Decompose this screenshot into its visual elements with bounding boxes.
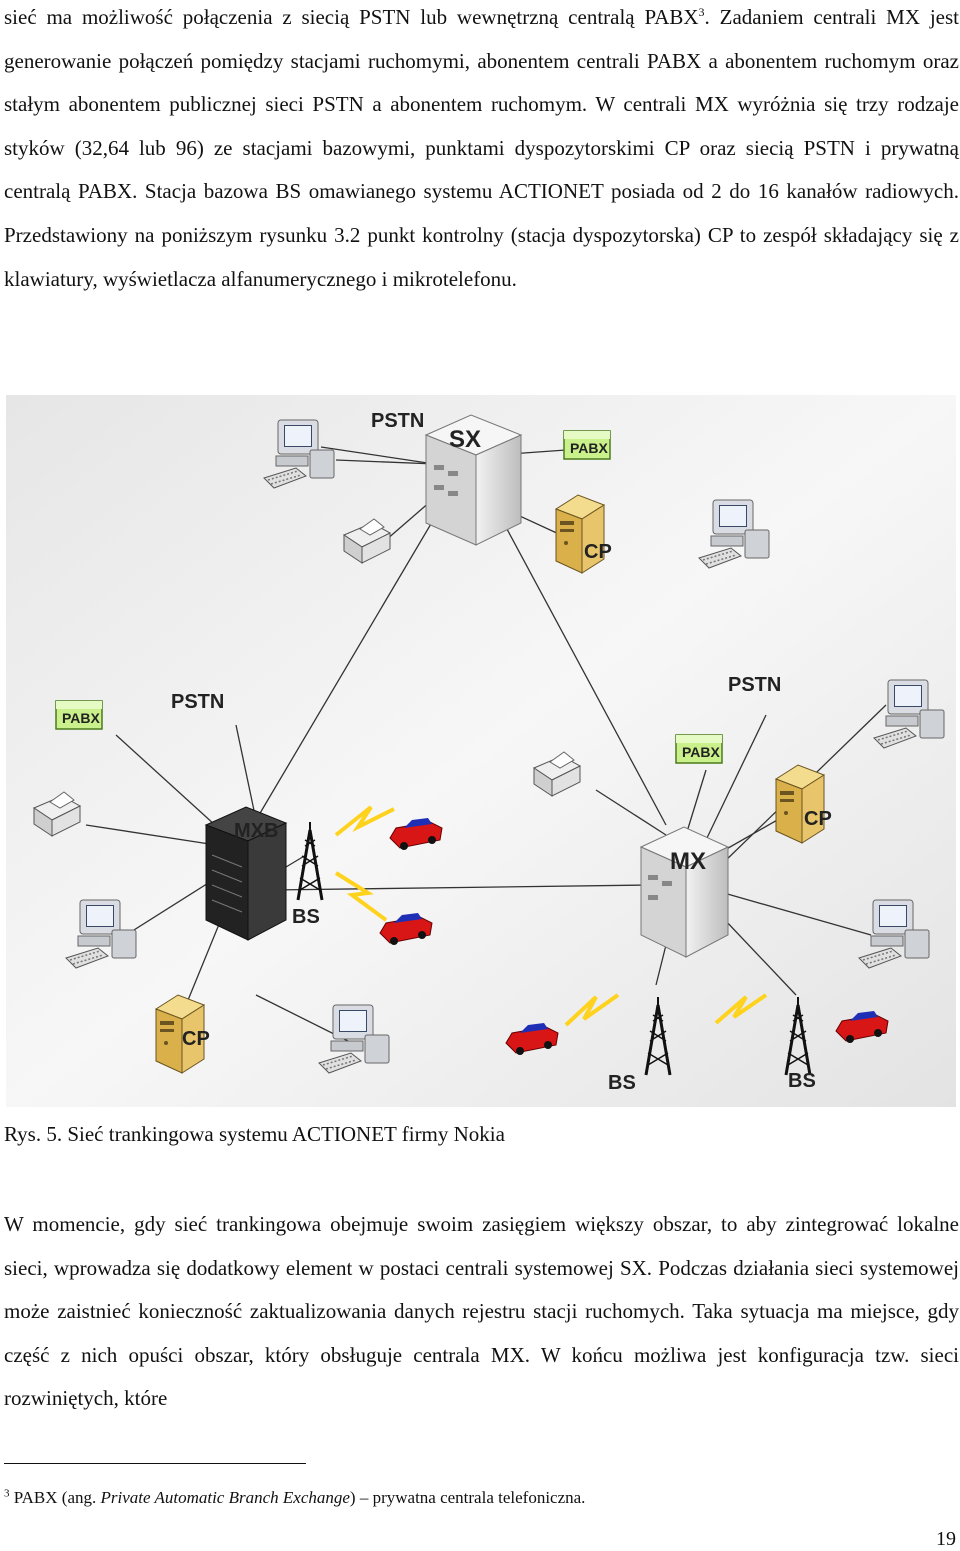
- mx-server-icon: [639, 826, 730, 958]
- label-pstn-top: PSTN: [371, 410, 424, 432]
- page-number: 19: [936, 1528, 956, 1550]
- label-bs-left: BS: [292, 906, 320, 928]
- footnote-text-b: ) – prywatna centrala telefoniczna.: [349, 1488, 586, 1507]
- radio-link-icon: [334, 805, 395, 837]
- paragraph-1-text-a: sieć ma możliwość połączenia z siecią PS…: [4, 5, 699, 29]
- footnote-ref[interactable]: 3: [698, 5, 705, 19]
- label-pabx-left: PABX: [62, 710, 101, 726]
- label-pabx-right: PABX: [682, 744, 721, 760]
- paragraph-1: sieć ma możliwość połączenia z siecią PS…: [4, 0, 959, 301]
- figure-caption: Rys. 5. Sieć trankingowa systemu ACTIONE…: [4, 1122, 505, 1146]
- footnote-divider: [4, 1463, 306, 1464]
- radio-link-icon: [564, 993, 620, 1027]
- label-sx: SX: [449, 426, 481, 453]
- label-mx: MX: [670, 848, 706, 875]
- cp-right-icon: [775, 764, 825, 844]
- footnote-italic-term: Private Automatic Branch Exchange: [100, 1488, 350, 1507]
- sx-server-icon: [424, 414, 523, 546]
- label-cp-right: CP: [804, 808, 832, 830]
- label-pstn-right: PSTN: [728, 674, 781, 696]
- paragraph-2: W momencie, gdy sieć trankingowa obejmuj…: [4, 1212, 959, 1411]
- footnote-number: 3: [4, 1487, 10, 1500]
- label-bs-bottom1: BS: [608, 1072, 636, 1094]
- footnote: 3 PABX (ang. Private Automatic Branch Ex…: [4, 1488, 585, 1508]
- radio-link-icon: [334, 871, 388, 922]
- network-diagram: SX PSTN PABX CP MXB PABX PSTN CP BS MX P…: [6, 395, 956, 1107]
- label-bs-bottom2: BS: [788, 1070, 816, 1092]
- label-pabx-top: PABX: [570, 440, 609, 456]
- mxb-server-icon: [204, 806, 288, 941]
- radio-link-icon: [714, 993, 768, 1025]
- label-pstn-left: PSTN: [171, 691, 224, 713]
- paragraph-1-text-b: . Zadaniem centrali MX jest generowanie …: [4, 5, 959, 291]
- footnote-text-a: PABX (ang.: [9, 1488, 101, 1507]
- label-cp-left: CP: [182, 1028, 210, 1050]
- label-mxb: MXB: [234, 820, 278, 842]
- label-cp-top: CP: [584, 541, 612, 563]
